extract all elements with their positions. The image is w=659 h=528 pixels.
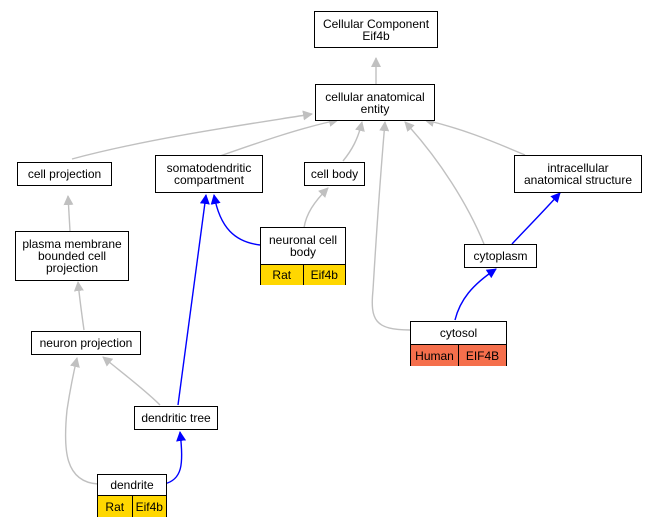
node-label-line: intracellular <box>547 161 609 175</box>
node-cell-body[interactable]: cell body <box>304 162 365 186</box>
gene-tag: EIF4B <box>458 345 506 366</box>
node-label-line: anatomical structure <box>523 173 633 187</box>
node-cytoplasm[interactable]: cytoplasm <box>464 244 537 268</box>
node-neuronal-cell-body[interactable]: neuronal cell body Rat Eif4b <box>260 227 346 285</box>
node-plasma-membrane-bounded-cell-projection[interactable]: plasma membrane bounded cell projection <box>15 231 129 281</box>
edge-cytosol-to-cytoplasm <box>454 268 497 321</box>
node-label-line: neuron projection <box>39 336 133 350</box>
annotation-tags: Rat Eif4b <box>261 264 345 285</box>
node-label-line: cell projection <box>27 167 102 181</box>
node-label-line: compartment <box>173 173 245 187</box>
node-label-line: Eif4b <box>362 28 390 43</box>
node-label-line: somatodendritic <box>166 161 252 175</box>
node-dendritic-tree[interactable]: dendritic tree <box>134 406 218 430</box>
node-title: dendrite <box>98 475 166 495</box>
node-dendrite[interactable]: dendrite Rat Eif4b <box>97 474 167 517</box>
species-tag: Rat <box>105 499 125 514</box>
node-label-line: dendritic tree <box>141 411 211 425</box>
node-label-line: cytosol <box>439 326 478 340</box>
edge-cellprojection-to-cae <box>71 110 313 160</box>
node-label-line: cytoplasm <box>473 249 528 263</box>
node-label-line: projection <box>45 261 99 275</box>
node-label-line: cellular anatomical <box>325 89 425 104</box>
edge-dendrite-to-dendritictree <box>163 431 187 485</box>
node-intracellular-anatomical-structure[interactable]: intracellular anatomical structure <box>514 155 642 193</box>
node-cellular-component-eif4b[interactable]: Cellular Component Eif4b <box>314 11 438 48</box>
node-title: neuronal cell body <box>261 228 345 264</box>
node-label-line: Cellular Component <box>322 16 430 31</box>
edge-pmbcp-to-cellprojection <box>63 195 74 232</box>
node-label-line: neuronal cell <box>268 233 338 247</box>
node-cellular-anatomical-entity[interactable]: cellular anatomical entity <box>315 84 435 121</box>
node-somatodendritic-compartment[interactable]: somatodendritic compartment <box>155 155 263 193</box>
node-label-line: bounded cell <box>37 249 107 263</box>
node-title: cytosol <box>411 322 506 344</box>
edge-cellbody-to-cae <box>342 121 365 162</box>
node-neuron-projection[interactable]: neuron projection <box>31 331 141 355</box>
node-cytosol[interactable]: cytosol Human EIF4B <box>410 321 507 366</box>
edge-somatodendritic-to-cae <box>219 116 339 157</box>
edge-neuronalcellbody-to-somatodendritic <box>210 194 261 246</box>
species-tag: Human <box>415 348 454 363</box>
edge-dendritictree-to-neuronprojection <box>102 356 161 406</box>
node-cell-projection[interactable]: cell projection <box>17 162 112 186</box>
gene-tag: Eif4b <box>131 496 167 517</box>
annotation-tags: Rat Eif4b <box>98 495 166 517</box>
annotation-tags: Human EIF4B <box>411 344 506 366</box>
gene-tag: Eif4b <box>302 265 346 285</box>
edge-cytoplasm-to-intracellular <box>511 192 561 245</box>
node-label-line: dendrite <box>110 478 154 492</box>
species-tag: Rat <box>272 268 292 282</box>
edge-dendrite-to-neuronprojection <box>64 357 99 485</box>
node-label-line: plasma membrane <box>22 237 122 251</box>
edge-cytoplasm-to-cae <box>404 121 485 245</box>
edge-neuronalcellbody-to-cellbody <box>303 187 329 229</box>
edge-neuronprojection-to-pmbcp <box>73 281 85 331</box>
edge-intracellular-to-cae <box>424 117 526 156</box>
node-label-line: body <box>289 245 317 259</box>
edge-dendritictree-to-somatodendritic <box>177 194 210 406</box>
node-label-line: entity <box>360 101 390 116</box>
edge-cytosol-to-cae <box>371 121 411 331</box>
node-label-line: cell body <box>310 167 359 181</box>
